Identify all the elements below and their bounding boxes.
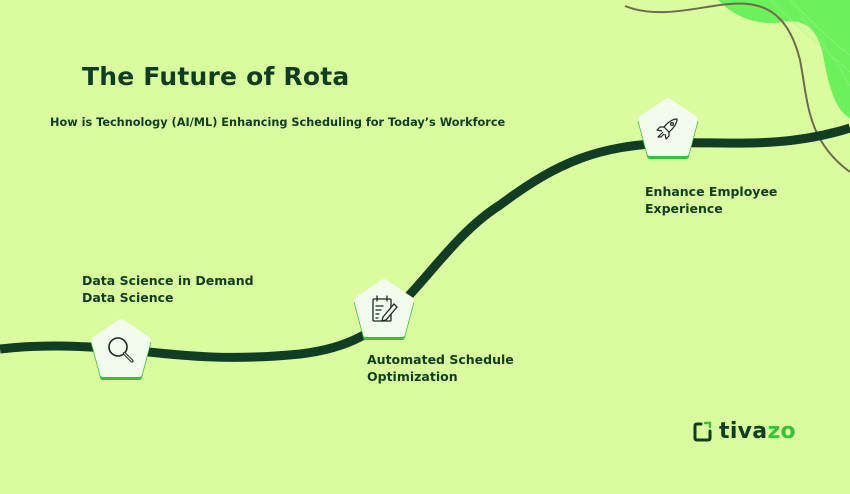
step-1-label: Data Science in Demand Data Science <box>82 272 254 306</box>
thin-decorative-curve <box>624 2 850 173</box>
page-title: The Future of Rota <box>82 62 350 91</box>
tivazo-logo-icon <box>693 421 712 441</box>
step-3-label-line-2: Experience <box>645 201 723 216</box>
step-1-label-line-2: Data Science <box>82 290 174 305</box>
step-2-node <box>353 278 415 340</box>
blob-contour-lines <box>769 0 850 87</box>
step-3-node <box>637 97 699 159</box>
rocket-icon <box>656 118 678 140</box>
step-2-label-line-1: Automated Schedule <box>367 352 514 367</box>
tivazo-logo: tivazo <box>693 419 796 444</box>
logo-text-green: zo <box>767 419 796 444</box>
step-3-label: Enhance Employee Experience <box>645 183 777 217</box>
step-3-label-line-1: Enhance Employee <box>645 184 778 199</box>
page-subtitle: How is Technology (AI/ML) Enhancing Sche… <box>50 116 506 129</box>
step-2-label-line-2: Optimization <box>367 369 458 384</box>
clipboard-edit-icon <box>372 295 398 322</box>
search-icon <box>108 337 134 363</box>
step-2-label: Automated Schedule Optimization <box>367 351 514 385</box>
logo-text-dark: tiva <box>719 419 768 444</box>
step-1-node <box>90 318 152 380</box>
step-1-label-line-1: Data Science in Demand <box>82 273 254 288</box>
green-blob-shape <box>718 0 850 118</box>
